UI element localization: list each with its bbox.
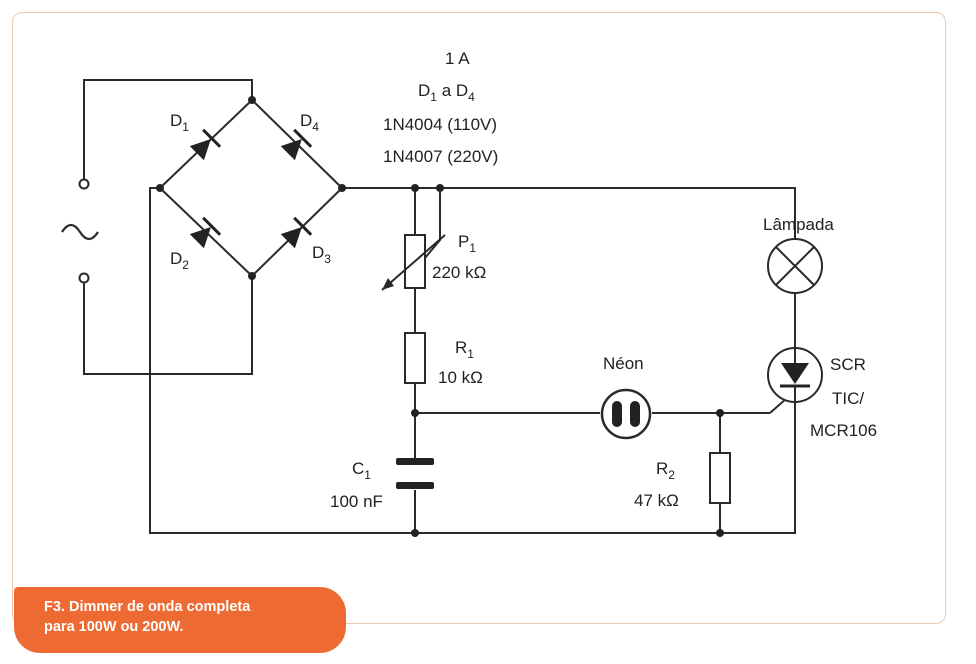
d4-label: D4 <box>300 111 319 134</box>
d1-label: D1 <box>170 111 189 134</box>
caption-line-1: F3. Dimmer de onda completa <box>44 599 251 615</box>
scr-label-line3: MCR106 <box>810 421 877 440</box>
d2-label: D2 <box>170 249 189 272</box>
r1-value: 10 kΩ <box>438 368 483 387</box>
ac-terminal-top <box>78 178 90 190</box>
scr-icon <box>767 347 823 403</box>
neon-lamp-icon <box>600 388 652 440</box>
r1-label: R1 <box>455 338 474 361</box>
ac-top-wire <box>83 79 253 180</box>
junction-dot <box>436 184 444 192</box>
neon-label: Néon <box>603 354 644 373</box>
positive-rail <box>342 187 796 240</box>
ac-terminal-bottom <box>78 272 90 284</box>
scr-label-line2: TIC/ <box>832 389 864 408</box>
potentiometer-arrow <box>381 234 446 291</box>
figure-caption: F3. Dimmer de onda completa para 100W ou… <box>14 587 346 653</box>
junction-dot <box>248 96 256 104</box>
resistor-r2 <box>709 452 731 504</box>
negative-rail <box>149 187 796 534</box>
figure-frame <box>12 12 946 624</box>
diode-d4-icon <box>280 128 313 161</box>
diode-type-110-label: 1N4004 (110V) <box>383 115 497 134</box>
ac-bottom-wire <box>83 276 253 375</box>
junction-dot <box>716 409 724 417</box>
junction-dot <box>248 272 256 280</box>
c1-label: C1 <box>352 459 371 482</box>
junction-dot <box>338 184 346 192</box>
ac-source-icon <box>61 223 99 241</box>
lamp-icon <box>767 238 823 294</box>
diode-d2-icon <box>189 216 222 249</box>
p1-label: P1 <box>458 232 476 255</box>
p1-value: 220 kΩ <box>432 263 486 282</box>
diodes-range-label: D1 a D4 <box>418 81 475 104</box>
rating-label: 1 A <box>445 49 470 68</box>
junction-dot <box>411 184 419 192</box>
p1-wiper-wire <box>424 188 441 259</box>
diode-type-220-label: 1N4007 (220V) <box>383 147 498 166</box>
junction-dot <box>156 184 164 192</box>
resistor-r1 <box>404 332 426 384</box>
wires <box>83 79 796 534</box>
d3-label: D3 <box>312 243 331 266</box>
scr-label-line1: SCR <box>830 355 866 374</box>
junction-dot <box>411 409 419 417</box>
capacitor-c1-icon <box>396 458 434 489</box>
r2-label: R2 <box>656 459 675 482</box>
caption-line-2: para 100W ou 200W. <box>44 619 184 635</box>
lamp-label: Lâmpada <box>763 215 834 234</box>
junction-dot <box>716 529 724 537</box>
junction-dot <box>411 529 419 537</box>
r2-value: 47 kΩ <box>634 491 679 510</box>
c1-value: 100 nF <box>330 492 383 511</box>
arrowhead-icon <box>382 278 394 290</box>
junction-dots <box>156 96 724 537</box>
